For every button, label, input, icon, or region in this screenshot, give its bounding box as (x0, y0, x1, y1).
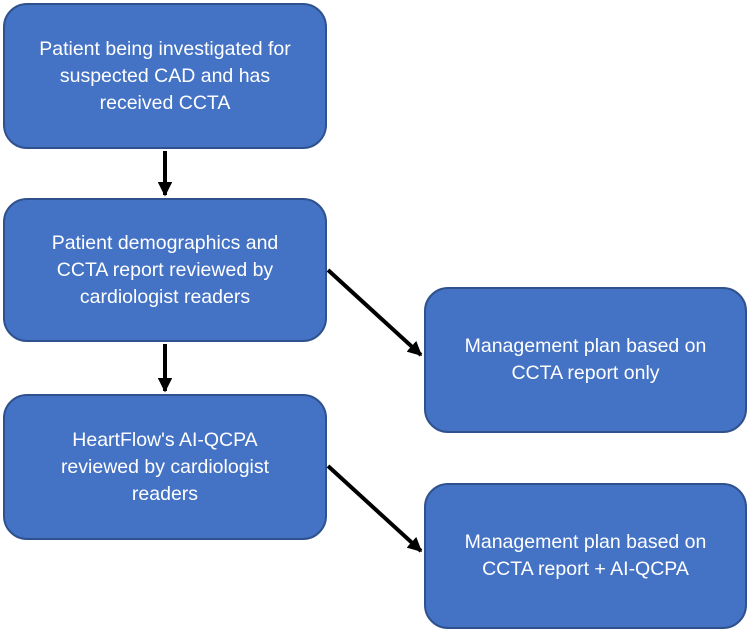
flow-box-demographics-reviewed: Patient demographics and CCTA report rev… (3, 198, 327, 342)
flow-box-patient-investigated: Patient being investigated for suspected… (3, 3, 327, 149)
arrow-box2-to-box4 (326, 268, 423, 357)
flow-box-plan-ccta-only: Management plan based on CCTA report onl… (424, 287, 747, 433)
flow-box-plan-ccta-ai-qcpa: Management plan based on CCTA report + A… (424, 483, 747, 629)
flow-box-ai-qcpa-reviewed: HeartFlow's AI-QCPA reviewed by cardiolo… (3, 394, 327, 540)
arrow-box3-to-box5 (326, 464, 423, 553)
